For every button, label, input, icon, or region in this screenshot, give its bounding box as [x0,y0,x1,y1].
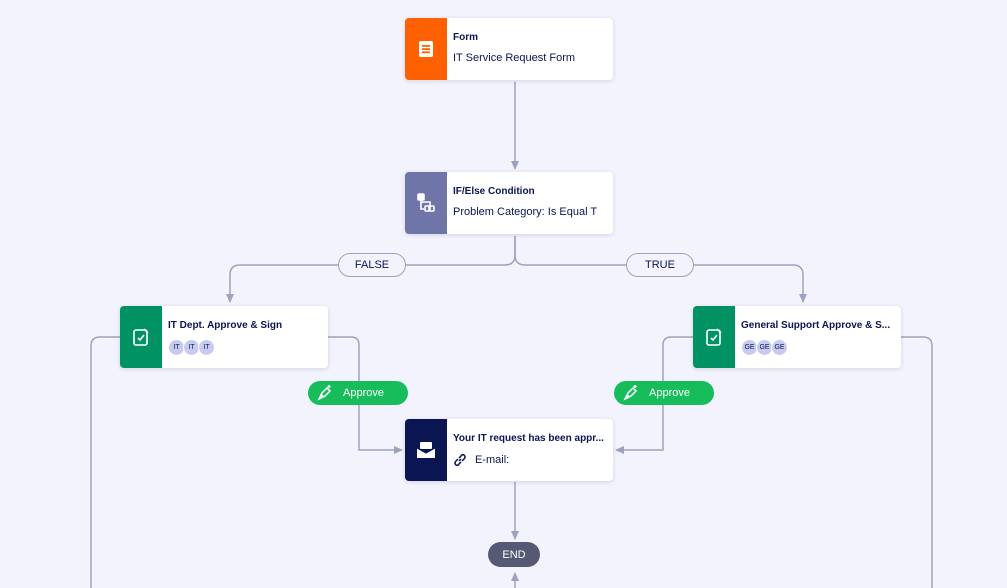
condition-node-icon-box [405,172,447,234]
general-approval-icon-box [693,306,735,368]
form-icon [419,41,433,57]
it-approval-icon-box [120,306,162,368]
pen-sign-icon [316,384,334,402]
condition-node-subtitle: Problem Category: Is Equal T [453,206,598,218]
email-row: E-mail: [453,453,607,467]
avatar: GE [771,339,788,356]
connector-general-reject [901,336,933,588]
general-approval-title: General Support Approve & S... [741,320,891,331]
link-icon [453,453,467,467]
approval-sign-icon [133,328,149,346]
approve-label-left: Approve [343,387,384,399]
approve-label-right: Approve [649,387,690,399]
condition-node-title: IF/Else Condition [453,186,535,197]
email-label: E-mail: [475,454,510,466]
approval-sign-icon [706,328,722,346]
pen-sign-icon [622,384,640,402]
email-node-title: Your IT request has been appr... [453,433,604,444]
form-node[interactable]: Form IT Service Request Form [405,18,613,80]
it-approval-node[interactable]: IT Dept. Approve & Sign IT IT IT [120,306,328,368]
email-node[interactable]: Your IT request has been appr... E-mail: [405,419,613,481]
approve-action-left[interactable]: Approve [308,381,408,405]
end-node[interactable]: END [488,542,540,567]
general-approval-assignees: GE GE GE [741,339,895,356]
it-approval-title: IT Dept. Approve & Sign [168,320,283,331]
email-node-icon-box [405,419,447,481]
general-approval-node[interactable]: General Support Approve & S... GE GE GE [693,306,901,368]
avatar: GE [756,339,773,356]
approve-action-right[interactable]: Approve [614,381,714,405]
connector-it-reject [90,336,120,588]
false-branch-label[interactable]: FALSE [338,253,406,277]
condition-node[interactable]: IF/Else Condition Problem Category: Is E… [405,172,613,234]
form-node-subtitle: IT Service Request Form [453,52,576,64]
form-node-title: Form [453,32,478,43]
it-approval-assignees: IT IT IT [168,339,322,356]
avatar: IT [168,339,185,356]
condition-icon [417,193,435,212]
email-icon [416,442,436,458]
true-branch-label[interactable]: TRUE [626,253,694,277]
avatar: IT [198,339,215,356]
form-node-icon-box [405,18,447,80]
